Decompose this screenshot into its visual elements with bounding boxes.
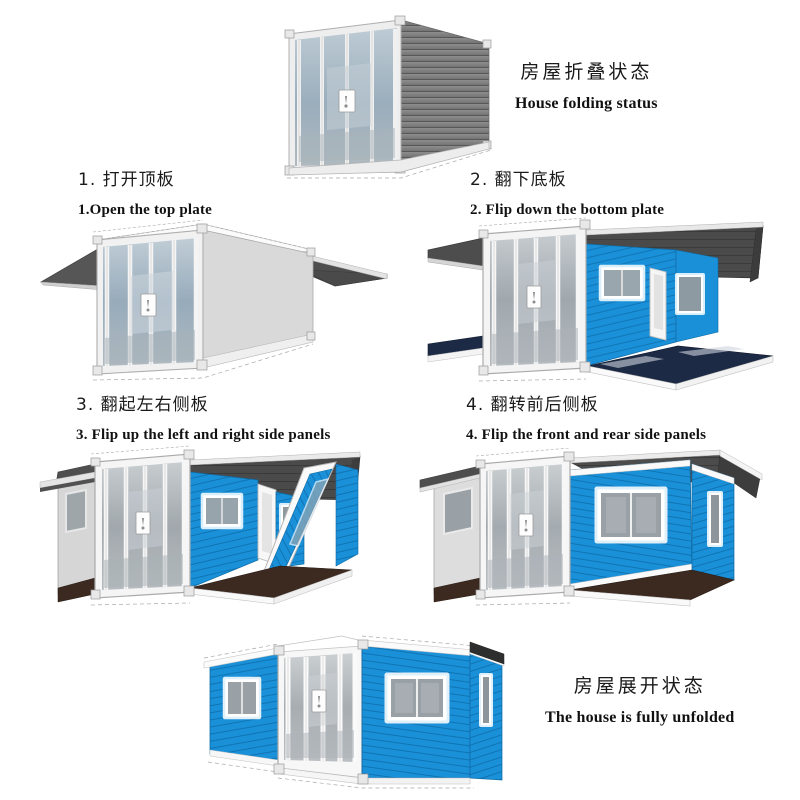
window [707, 491, 723, 547]
caption-folded-status: 房屋折叠状态 House folding status [515, 58, 658, 116]
caption-step4-cn: 4. 翻转前后侧板 [466, 395, 599, 415]
caption-step1: 1. 打开顶板 1.Open the top plate [78, 168, 212, 222]
caption-step1-cn: 1. 打开顶板 [78, 170, 175, 190]
window [384, 672, 450, 724]
door-handle [140, 293, 157, 317]
window [594, 486, 668, 544]
step4-flip-front-rear-panels-illustration [419, 442, 790, 622]
fully-unfolded-house-illustration [130, 628, 550, 798]
door [257, 483, 277, 565]
caption-step1-en: 1.Open the top plate [78, 201, 213, 218]
step1-open-top-plate-illustration [35, 218, 435, 393]
door-handle [338, 89, 356, 113]
window [598, 264, 646, 302]
folded-container-illustration [275, 8, 505, 183]
door-handle [135, 511, 151, 535]
step2-flip-down-bottom-plate-illustration [427, 216, 796, 394]
caption-step3-en: 3. Flip up the left and right side panel… [76, 426, 331, 443]
step3-flip-up-side-panels-illustration [39, 442, 400, 622]
caption-unfolded-status-en: The house is fully unfolded [545, 708, 735, 726]
caption-step2-en: 2. Flip down the bottom plate [470, 201, 665, 218]
window [675, 273, 705, 315]
caption-unfolded-status-cn: 房屋展开状态 [573, 675, 706, 697]
window [222, 676, 262, 720]
caption-step2: 2. 翻下底板 2. Flip down the bottom plate [470, 168, 664, 222]
door-handle [518, 513, 534, 537]
window [200, 492, 244, 530]
caption-step4-en: 4. Flip the front and rear side panels [466, 426, 707, 443]
caption-unfolded-status: 房屋展开状态 The house is fully unfolded [545, 672, 734, 730]
caption-step4: 4. 翻转前后侧板 4. Flip the front and rear sid… [466, 393, 706, 447]
caption-step3-cn: 3. 翻起左右侧板 [76, 395, 209, 415]
window [479, 673, 493, 727]
door-handle [311, 689, 327, 713]
door [649, 267, 667, 341]
caption-folded-status-en: House folding status [515, 94, 658, 112]
caption-folded-status-cn: 房屋折叠状态 [520, 61, 653, 83]
caption-step2-cn: 2. 翻下底板 [470, 170, 567, 190]
door-handle [526, 285, 542, 309]
caption-step3: 3. 翻起左右侧板 3. Flip up the left and right … [76, 393, 330, 447]
